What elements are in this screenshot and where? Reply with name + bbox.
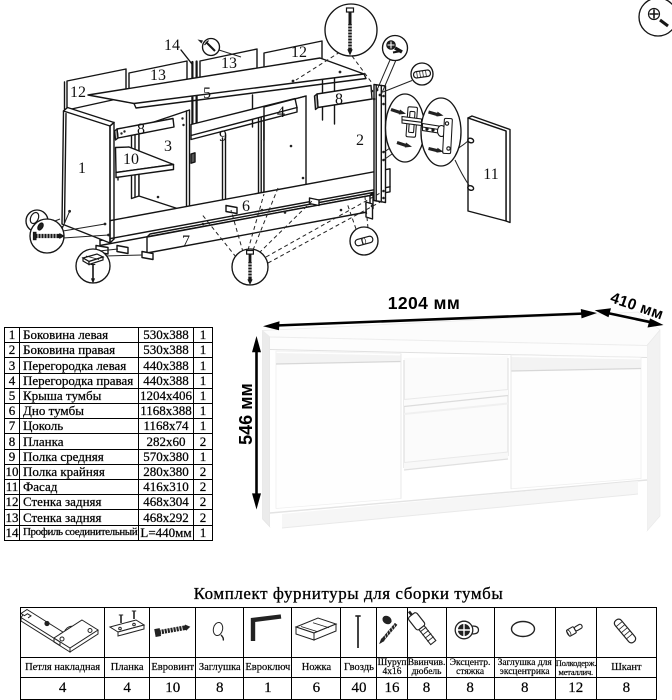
svg-text:11: 11: [483, 166, 498, 183]
svg-text:4: 4: [277, 104, 285, 121]
svg-text:7: 7: [182, 233, 190, 250]
svg-text:10: 10: [123, 151, 139, 168]
svg-text:5: 5: [203, 85, 211, 102]
svg-text:12: 12: [291, 44, 307, 61]
svg-text:2: 2: [356, 132, 364, 149]
svg-text:6: 6: [242, 198, 250, 215]
svg-text:13: 13: [150, 67, 166, 84]
svg-text:1: 1: [78, 160, 86, 177]
svg-text:8: 8: [137, 121, 145, 138]
svg-text:9: 9: [219, 128, 227, 145]
svg-text:3: 3: [164, 138, 172, 155]
svg-text:8: 8: [335, 91, 343, 108]
svg-text:1204 мм: 1204 мм: [388, 293, 460, 313]
svg-text:12: 12: [70, 84, 86, 101]
svg-text:14: 14: [164, 37, 180, 54]
svg-text:13: 13: [221, 55, 237, 72]
svg-text:546 мм: 546 мм: [236, 383, 256, 445]
